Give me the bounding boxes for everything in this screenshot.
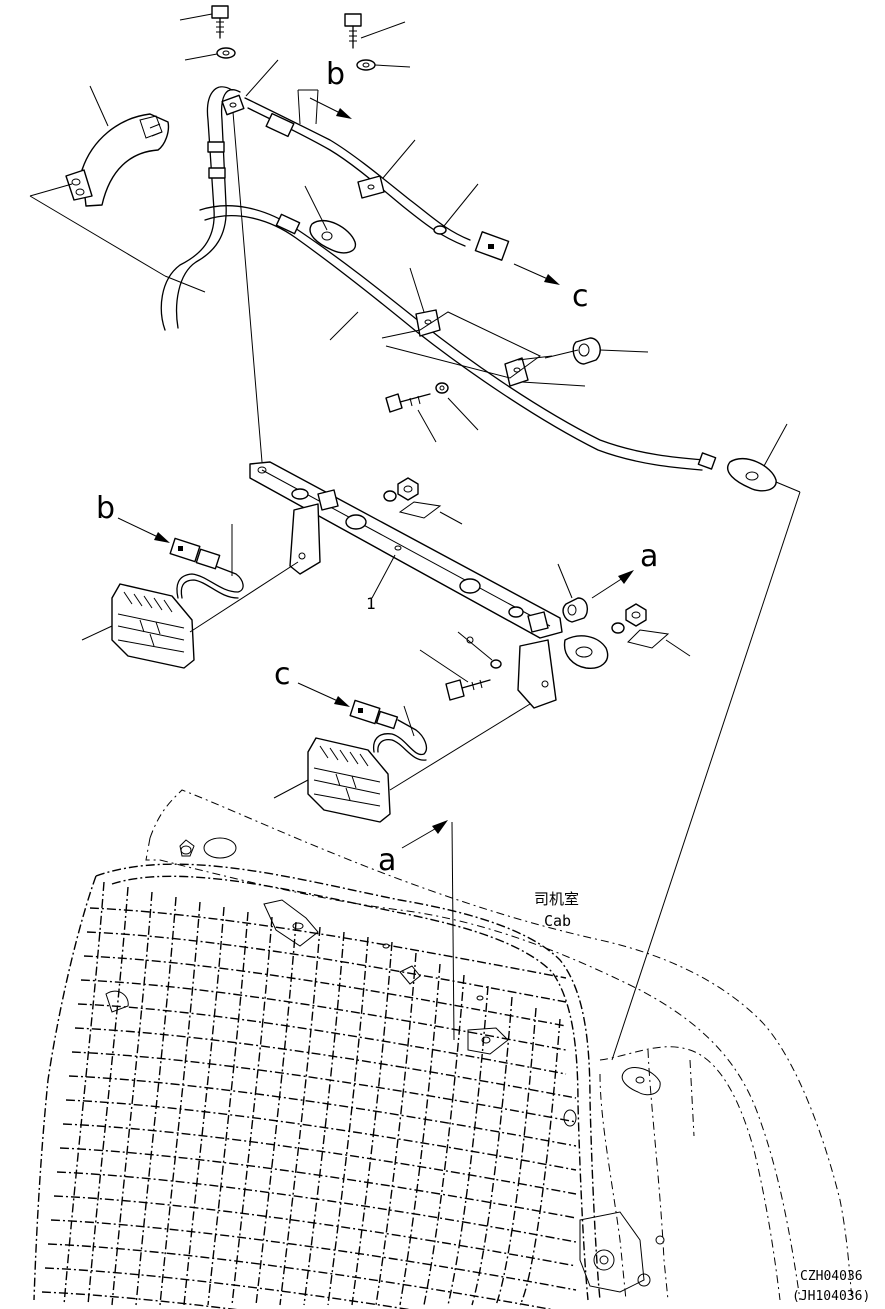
mesh-strand-vertical bbox=[255, 921, 297, 1306]
mesh-strand-horizontal bbox=[68, 1075, 577, 1147]
top-washer-right bbox=[356, 59, 411, 71]
mesh-strand-vertical bbox=[231, 916, 273, 1306]
top-washer-left bbox=[184, 47, 236, 61]
mesh-strand-horizontal bbox=[89, 907, 567, 979]
mesh-strand-vertical bbox=[447, 985, 489, 1306]
mesh-strand-horizontal bbox=[53, 1195, 577, 1267]
mesh-strand-vertical bbox=[111, 891, 153, 1306]
callout-c-right: c bbox=[572, 279, 589, 314]
top-bolt-right bbox=[344, 13, 406, 49]
callout-c-left: c bbox=[274, 657, 291, 692]
mesh-strand-vertical bbox=[135, 896, 177, 1306]
mesh-strand-vertical bbox=[63, 881, 105, 1306]
drawing-code-secondary: (JH104036) bbox=[792, 1289, 871, 1304]
spacer-and-bolt-upper bbox=[381, 311, 649, 443]
spacer-lower bbox=[557, 563, 589, 623]
mesh-strand-vertical bbox=[495, 1007, 537, 1306]
drawing-code-primary: CZH04036 bbox=[800, 1269, 863, 1284]
cab-label-english: Cab bbox=[544, 912, 572, 930]
mesh-strand-horizontal bbox=[59, 1147, 577, 1219]
mesh-strand-vertical bbox=[327, 936, 369, 1306]
mesh-strand-horizontal bbox=[71, 1051, 577, 1123]
mesh-strand-horizontal bbox=[86, 931, 567, 1003]
mesh-strand-horizontal bbox=[41, 1291, 238, 1309]
callout-b-left: b bbox=[96, 491, 116, 526]
mesh-strand-vertical bbox=[207, 911, 249, 1306]
work-lamp-upper bbox=[81, 517, 299, 669]
harness-cover bbox=[29, 85, 206, 293]
mesh-strand-vertical bbox=[87, 886, 129, 1306]
middle-harness bbox=[199, 185, 801, 1061]
mesh-strand-vertical bbox=[423, 974, 465, 1306]
mesh-strand-horizontal bbox=[77, 1003, 567, 1075]
nut-washer-lower bbox=[611, 603, 691, 657]
mesh-strand-vertical bbox=[471, 996, 513, 1306]
mesh-strand-horizontal bbox=[50, 1219, 577, 1291]
callout-a-bottom: a bbox=[378, 843, 397, 878]
mesh-strand-horizontal bbox=[44, 1267, 411, 1309]
mesh-strand-horizontal bbox=[47, 1243, 553, 1309]
mesh-strand-vertical bbox=[351, 941, 393, 1306]
upper-harness bbox=[160, 59, 510, 331]
mounting-bar bbox=[232, 111, 609, 709]
cab-structure bbox=[33, 789, 853, 1309]
mesh-strand-horizontal bbox=[62, 1123, 577, 1195]
mesh-strand-vertical bbox=[183, 906, 225, 1306]
direction-arrows bbox=[309, 97, 634, 1041]
cab-guard-mesh bbox=[41, 881, 577, 1309]
cab-label-chinese: 司机室 bbox=[534, 890, 580, 908]
mesh-strand-vertical bbox=[303, 931, 345, 1306]
callout-a-top: a bbox=[640, 539, 659, 574]
part-number-label: 1 bbox=[366, 594, 376, 613]
mesh-strand-horizontal bbox=[83, 955, 567, 1027]
mesh-strand-vertical bbox=[399, 963, 441, 1306]
nut-washer-upper bbox=[383, 477, 463, 525]
top-bolt-left bbox=[179, 5, 229, 39]
callout-b-top: b bbox=[326, 57, 346, 92]
mesh-strand-horizontal bbox=[80, 979, 567, 1051]
mesh-strand-vertical bbox=[279, 926, 321, 1306]
mesh-strand-vertical bbox=[159, 901, 201, 1306]
mesh-strand-vertical bbox=[375, 952, 417, 1306]
mesh-strand-horizontal bbox=[65, 1099, 577, 1171]
bolt-lower bbox=[419, 631, 502, 701]
work-lamp-lower bbox=[273, 682, 531, 823]
mesh-strand-horizontal bbox=[74, 1027, 577, 1099]
mesh-strand-vertical bbox=[519, 1018, 561, 1306]
